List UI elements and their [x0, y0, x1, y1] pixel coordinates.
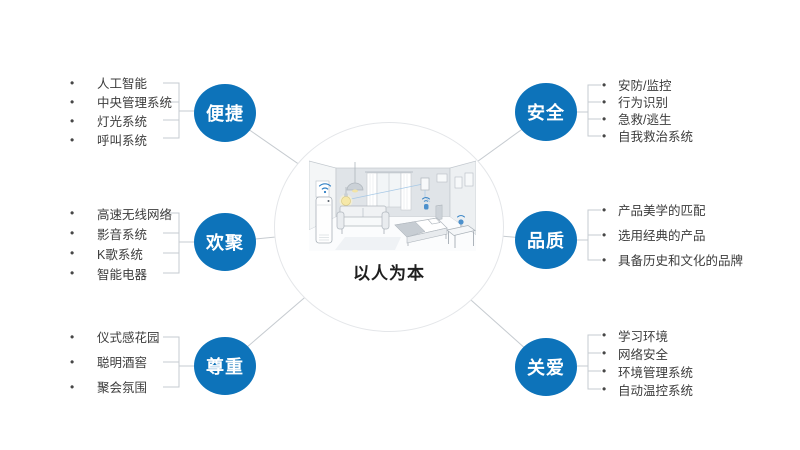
bullet-icon: •	[602, 227, 607, 242]
bullet-icon: •	[70, 113, 75, 128]
list-item: •高速无线网络	[64, 203, 172, 223]
list-quality: •产品美学的匹配 •选用经典的产品 •具备历史和文化的品牌	[602, 197, 743, 272]
node-label: 安全	[527, 103, 565, 123]
bullet-icon: •	[70, 266, 75, 280]
node-label: 尊重	[206, 357, 244, 377]
wall-frame-icon	[454, 176, 463, 189]
bullet-icon: •	[70, 354, 75, 369]
bullet-icon: •	[70, 206, 75, 220]
bullet-icon: •	[602, 202, 607, 217]
list-item: •呼叫系统	[64, 130, 172, 149]
bullet-icon: •	[70, 226, 75, 240]
node-gathering[interactable]: 欢聚	[194, 213, 256, 271]
list-item: •智能电器	[64, 263, 172, 283]
air-purifier-icon	[315, 196, 333, 244]
bullet-icon: •	[602, 328, 607, 342]
bullet-icon: •	[602, 94, 607, 109]
node-label: 欢聚	[206, 233, 244, 253]
window-curtains	[365, 171, 413, 211]
sofa-icon	[336, 205, 390, 234]
list-item: •人工智能	[64, 73, 172, 92]
node-quality[interactable]: 品质	[515, 211, 577, 269]
list-item: •行为识别	[602, 94, 669, 111]
node-label: 品质	[527, 231, 565, 251]
smart-lamp-icon	[422, 197, 430, 210]
bracket	[163, 212, 195, 274]
list-item: •安防/监控	[602, 77, 672, 94]
list-item: •网络安全	[602, 346, 669, 362]
list-item: •具备历史和文化的品牌	[602, 252, 744, 269]
bullet-icon: •	[602, 346, 607, 360]
bullet-icon: •	[602, 77, 607, 92]
list-item: •自我救治系统	[602, 128, 694, 145]
bracket	[163, 82, 195, 139]
list-item: •仪式感花园	[64, 324, 160, 349]
bracket	[577, 209, 601, 261]
wall-frame-icon	[436, 173, 448, 183]
bullet-icon: •	[602, 382, 607, 396]
list-item: •聚会氛围	[64, 374, 160, 399]
room-illustration	[309, 160, 476, 251]
smart-bulb-icon	[339, 187, 353, 208]
desk-icon	[446, 215, 476, 248]
center-caption: 以人为本	[353, 264, 425, 283]
bracket	[577, 84, 601, 137]
bullet-icon: •	[70, 379, 75, 394]
wall-frame-icon	[464, 172, 474, 187]
bracket	[163, 336, 195, 388]
list-item: •K歌系统	[64, 243, 172, 263]
node-care[interactable]: 关爱	[515, 338, 577, 396]
list-respect: •仪式感花园 •聪明酒窖 •聚会氛围	[64, 324, 160, 399]
bullet-icon: •	[70, 329, 75, 344]
pendant-lamp-icon	[346, 162, 364, 193]
smart-link-line	[350, 183, 424, 200]
rug	[335, 237, 401, 250]
list-gathering: •高速无线网络 •影音系统 •K歌系统 •智能电器	[64, 203, 172, 283]
list-convenience: •人工智能 •中央管理系统 •灯光系统 •呼叫系统	[64, 73, 172, 149]
node-label: 便捷	[206, 104, 244, 124]
node-respect[interactable]: 尊重	[194, 337, 256, 395]
list-item: •聪明酒窖	[64, 349, 160, 374]
bracket-lines	[163, 82, 601, 390]
list-item: •影音系统	[64, 223, 172, 243]
list-item: •自动温控系统	[602, 382, 694, 398]
list-care: •学习环境 •网络安全 •环境管理系统 •自动温控系统	[602, 326, 693, 398]
wall-panel-icon	[420, 177, 431, 203]
node-safety[interactable]: 安全	[515, 83, 577, 141]
bed-icon	[394, 204, 448, 246]
node-label: 关爱	[527, 358, 565, 378]
list-item: •选用经典的产品	[602, 227, 706, 244]
list-item: •学习环境	[602, 328, 669, 344]
bullet-icon: •	[602, 364, 607, 378]
list-item: •急救/逃生	[602, 111, 672, 128]
bracket	[577, 334, 601, 390]
center-hub-circle[interactable]: 以人为本	[274, 122, 504, 332]
list-item: •产品美学的匹配	[602, 202, 706, 219]
bullet-icon: •	[602, 128, 607, 143]
bullet-icon: •	[70, 132, 75, 147]
list-item: •灯光系统	[64, 111, 172, 130]
list-safety: •安防/监控 •行为识别 •急救/逃生 •自我救治系统	[602, 76, 694, 145]
bullet-icon: •	[602, 252, 607, 267]
node-convenience[interactable]: 便捷	[194, 84, 256, 142]
list-item: •中央管理系统	[64, 92, 172, 111]
bullet-icon: •	[70, 94, 75, 109]
bullet-icon: •	[602, 111, 607, 126]
bullet-icon: •	[70, 75, 75, 90]
bullet-icon: •	[70, 246, 75, 260]
wifi-icon	[318, 183, 332, 194]
list-item: •环境管理系统	[602, 364, 694, 380]
